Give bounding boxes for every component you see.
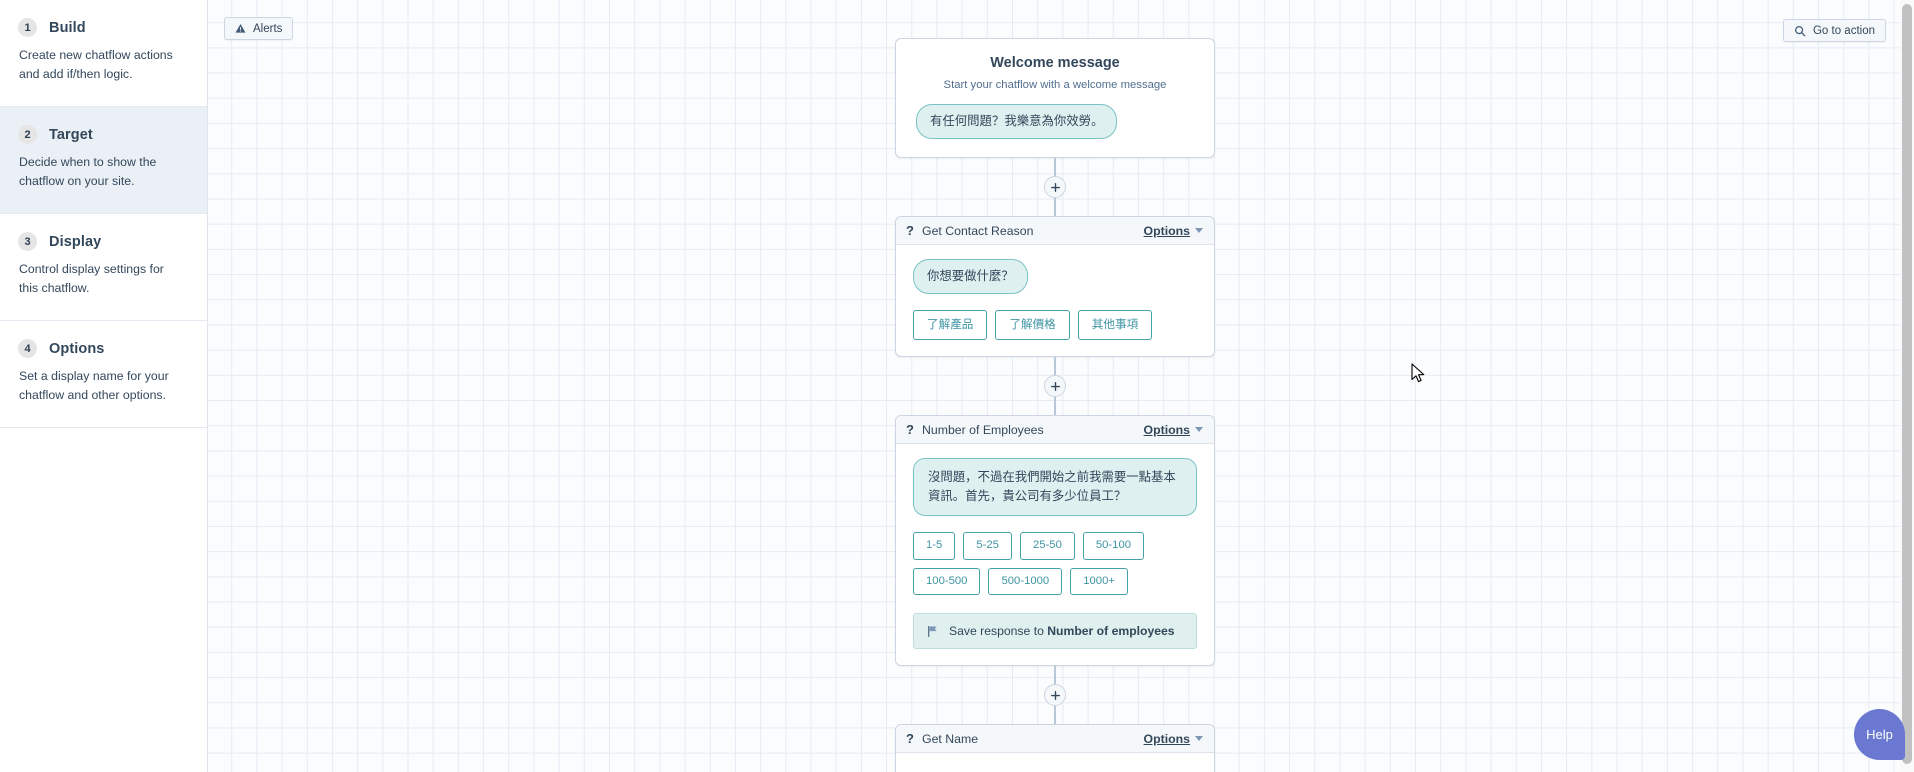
- quick-reply-row: 了解產品 了解價格 其他事項: [913, 310, 1197, 341]
- quick-reply-button[interactable]: 25-50: [1019, 532, 1075, 560]
- quick-reply-row: 1-5 5-25 25-50 50-100 100-500 500-1000 1…: [913, 532, 1197, 596]
- step-number-badge: 4: [18, 339, 37, 359]
- step-header: 2 Target: [18, 125, 185, 145]
- step-title: Display: [49, 233, 102, 250]
- go-to-action-label: Go to action: [1812, 24, 1875, 37]
- quick-reply-button[interactable]: 100-500: [913, 567, 981, 596]
- save-response-banner[interactable]: Save response to Number of employees: [913, 613, 1197, 650]
- vertical-scrollbar[interactable]: [1900, 0, 1914, 772]
- card-number-of-employees[interactable]: ? Number of Employees Options 沒問題，不過在我們開…: [895, 415, 1215, 667]
- help-button[interactable]: Help: [1854, 709, 1905, 760]
- card-get-contact-reason[interactable]: ? Get Contact Reason Options 你想要做什麼？ 了解產…: [895, 216, 1215, 358]
- card-options-label: Options: [1143, 731, 1190, 746]
- card-message-bubble[interactable]: 你想要做什麼？: [913, 259, 1028, 295]
- sidebar: 1 Build Create new chatflow actions and …: [0, 0, 208, 772]
- step-description: Control display settings for this chatfl…: [19, 262, 164, 296]
- warning-triangle-icon: [235, 23, 246, 34]
- sidebar-step-options[interactable]: 4 Options Set a display name for your ch…: [0, 321, 207, 429]
- step-number-badge: 3: [18, 232, 37, 252]
- sidebar-step-display[interactable]: 3 Display Control display settings for t…: [0, 214, 207, 322]
- quick-reply-button[interactable]: 了解產品: [913, 310, 988, 341]
- card-options-dropdown[interactable]: Options: [1144, 423, 1203, 437]
- sidebar-step-build[interactable]: 1 Build Create new chatflow actions and …: [0, 0, 207, 108]
- quick-reply-button[interactable]: 了解價格: [995, 310, 1070, 341]
- mouse-cursor: [1411, 363, 1426, 389]
- card-title: Number of Employees: [922, 422, 1044, 437]
- card-options-dropdown[interactable]: Options: [1144, 224, 1203, 238]
- card-options-label: Options: [1143, 422, 1190, 437]
- step-description: Set a display name for your chatflow and…: [19, 369, 169, 403]
- question-mark-icon: ?: [906, 731, 914, 747]
- card-title: Get Name: [922, 731, 979, 746]
- step-header: 4 Options: [18, 339, 185, 359]
- card-header: ? Get Contact Reason Options: [896, 217, 1214, 246]
- step-description: Decide when to show the chatflow on your…: [19, 155, 157, 189]
- save-response-property: Number of employees: [1047, 624, 1175, 639]
- sidebar-step-target[interactable]: 2 Target Decide when to show the chatflo…: [0, 107, 207, 215]
- welcome-message-bubble[interactable]: 有任何問題？我樂意為你效勞。: [916, 104, 1118, 140]
- card-message-bubble[interactable]: 沒問題，不過在我們開始之前我需要一點基本資訊。首先，貴公司有多少位員工？: [913, 458, 1197, 517]
- welcome-card-body: Welcome message Start your chatflow with…: [896, 39, 1214, 157]
- flow-canvas[interactable]: Alerts Go to action Welcome message Star…: [208, 0, 1914, 772]
- card-body: 沒問題，不過在我們開始之前我需要一點基本資訊。首先，貴公司有多少位員工？ 1-5…: [896, 444, 1214, 665]
- card-header: ? Get Name Options: [896, 725, 1214, 754]
- help-label: Help: [1866, 727, 1893, 742]
- scrollbar-thumb[interactable]: [1902, 4, 1912, 764]
- question-mark-icon: ?: [906, 223, 914, 239]
- card-options-label: Options: [1143, 223, 1190, 238]
- welcome-title: Welcome message: [990, 55, 1120, 71]
- step-number-badge: 2: [18, 125, 37, 145]
- connector: [895, 666, 1215, 725]
- quick-reply-button[interactable]: 1-5: [913, 532, 956, 560]
- flow-column: Welcome message Start your chatflow with…: [895, 38, 1215, 772]
- step-header: 1 Build: [18, 18, 185, 37]
- card-title: Get Contact Reason: [922, 223, 1034, 238]
- alerts-label: Alerts: [253, 22, 283, 35]
- quick-reply-button[interactable]: 其他事項: [1077, 310, 1153, 341]
- welcome-message-card[interactable]: Welcome message Start your chatflow with…: [895, 38, 1215, 159]
- step-header: 3 Display: [18, 232, 185, 252]
- save-response-text: Save response to Number of employees: [949, 624, 1175, 638]
- card-body: 你想要做什麼？ 了解產品 了解價格 其他事項: [896, 245, 1214, 356]
- card-options-dropdown[interactable]: Options: [1144, 732, 1203, 746]
- card-get-name[interactable]: ? Get Name Options: [895, 724, 1215, 772]
- quick-reply-button[interactable]: 1000+: [1070, 567, 1128, 596]
- connector: [895, 357, 1215, 416]
- card-header: ? Number of Employees Options: [896, 416, 1214, 445]
- flag-icon: [927, 625, 939, 638]
- alerts-button[interactable]: Alerts: [224, 17, 294, 40]
- chevron-down-icon: [1195, 427, 1203, 433]
- add-action-button[interactable]: [1044, 176, 1066, 199]
- step-title: Target: [49, 126, 93, 143]
- add-action-button[interactable]: [1044, 375, 1066, 398]
- welcome-subtitle: Start your chatflow with a welcome messa…: [943, 79, 1167, 91]
- go-to-action-button[interactable]: Go to action: [1782, 19, 1886, 42]
- quick-reply-button[interactable]: 5-25: [963, 532, 1012, 560]
- quick-reply-button[interactable]: 500-1000: [988, 567, 1063, 596]
- connector: [895, 158, 1215, 217]
- step-description: Create new chatflow actions and add if/t…: [19, 48, 173, 82]
- search-icon: [1794, 25, 1806, 37]
- chevron-down-icon: [1195, 736, 1203, 742]
- quick-reply-button[interactable]: 50-100: [1082, 532, 1145, 560]
- step-title: Options: [49, 340, 105, 357]
- card-body: [896, 753, 1214, 772]
- step-title: Build: [49, 19, 86, 36]
- question-mark-icon: ?: [906, 422, 914, 438]
- save-response-prefix: Save response to: [949, 624, 1044, 639]
- step-number-badge: 1: [18, 18, 37, 37]
- add-action-button[interactable]: [1044, 684, 1066, 707]
- chevron-down-icon: [1195, 228, 1203, 234]
